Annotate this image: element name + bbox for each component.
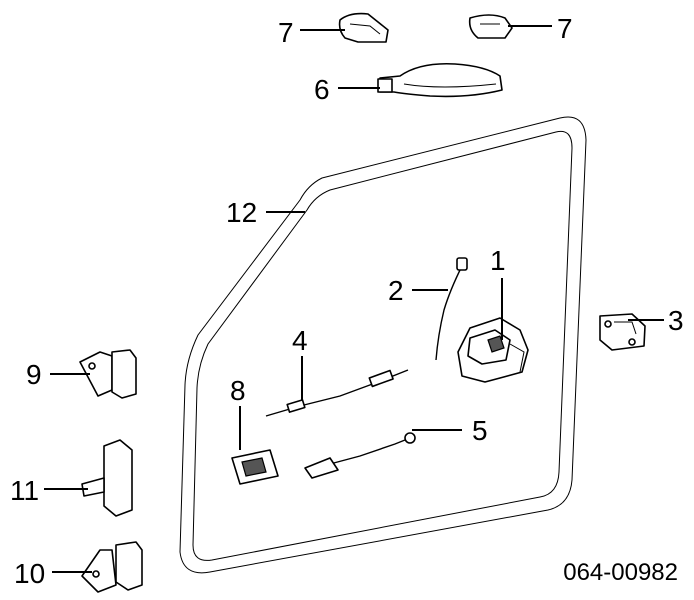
inside-handle: [377, 62, 503, 98]
lower-hinge: [81, 541, 143, 593]
callout-6: 6: [314, 74, 330, 105]
callout-7-right: 7: [557, 13, 573, 44]
callout-4: 4: [292, 325, 308, 356]
handle-housing: [231, 449, 279, 485]
door-latch: [457, 317, 529, 383]
callout-11: 11: [10, 475, 39, 506]
door-striker: [599, 313, 646, 351]
handle-bezel-right: [468, 14, 513, 39]
callout-2: 2: [388, 275, 404, 306]
callout-8: 8: [230, 375, 246, 406]
callout-1: 1: [490, 245, 506, 276]
callout-3: 3: [668, 305, 684, 336]
handle-bezel-left: [338, 12, 389, 43]
door-check: [81, 439, 133, 517]
diagram-code: 064-00982: [563, 559, 678, 586]
callout-5: 5: [472, 415, 488, 446]
lock-rod: [435, 257, 468, 361]
lock-cable: [304, 432, 416, 479]
upper-hinge: [79, 349, 137, 399]
door-weatherstrip: [179, 116, 587, 574]
callout-9: 9: [26, 359, 42, 390]
remote-cable: [265, 369, 409, 417]
callout-7-left: 7: [278, 17, 294, 48]
callout-10: 10: [14, 558, 45, 589]
callout-12: 12: [226, 197, 257, 228]
